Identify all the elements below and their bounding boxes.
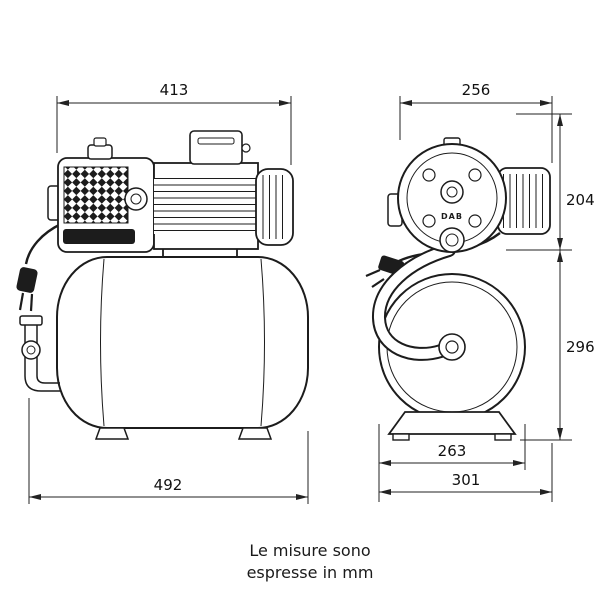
plug-prong [29, 293, 34, 312]
fan-cover [255, 168, 294, 246]
pump-head [47, 137, 155, 253]
dimension-annotations: 413 492 256 204 296 [28, 81, 595, 504]
dim-pump-height: 204 [506, 113, 595, 251]
plug-prong [18, 292, 25, 311]
plug-prong [371, 278, 385, 288]
tank-weld-seam-right [260, 258, 265, 427]
brand-label: DAB [441, 212, 463, 221]
dim-tank-height-label: 296 [566, 338, 595, 356]
flex-hose [372, 243, 456, 361]
pump-head-grille [63, 166, 129, 224]
tank-foot [94, 427, 130, 440]
caption-line-1: Le misure sono [249, 541, 370, 560]
cable-gland [241, 143, 251, 153]
side-view-drawing [16, 130, 309, 440]
pump-face: DAB [397, 143, 507, 253]
power-plug-side-icon [16, 267, 38, 293]
caption: Le misure sono espresse in mm [247, 541, 374, 582]
dim-overall-length: 492 [28, 398, 309, 504]
drain-plug [124, 187, 148, 211]
outlet-port [439, 227, 465, 253]
dim-overall-depth: 301 [379, 443, 553, 502]
base-foot [392, 433, 410, 441]
suction-pipe [19, 315, 60, 392]
product-label-strip [63, 229, 135, 244]
dim-top-width-label: 256 [462, 81, 491, 99]
motor-body [153, 162, 259, 250]
dim-tank-diameter-label: 263 [438, 442, 467, 460]
motor-front [497, 167, 551, 235]
flange-bolt [422, 168, 436, 182]
filler-cap [87, 144, 113, 160]
terminal-box [189, 130, 251, 165]
tank-weld-seam-left [100, 258, 105, 427]
power-cable-side [16, 222, 62, 312]
caption-line-2: espresse in mm [247, 563, 374, 582]
pipe-union [21, 340, 41, 360]
flange-bolt [422, 214, 436, 228]
dim-tank-diameter: 263 [378, 424, 526, 502]
base-foot [494, 433, 512, 441]
dim-pump-height-label: 204 [566, 191, 595, 209]
dim-pump-length-label: 413 [160, 81, 189, 99]
dim-overall-depth-label: 301 [452, 471, 481, 489]
plug-prong [365, 268, 381, 278]
tank-base [387, 411, 517, 441]
flange-bolt [468, 168, 482, 182]
dim-pump-length: 413 [56, 81, 292, 165]
dim-tank-height: 296 [520, 250, 595, 441]
dim-top-width: 256 [399, 81, 553, 163]
tank-foot [237, 427, 273, 440]
fill-port [440, 180, 464, 204]
dim-overall-length-label: 492 [154, 476, 183, 494]
motor-fins [154, 178, 258, 234]
front-view-drawing: DAB [365, 137, 551, 441]
tank-port [438, 333, 466, 361]
pressure-tank-side [56, 249, 309, 440]
flange-bolt [468, 214, 482, 228]
